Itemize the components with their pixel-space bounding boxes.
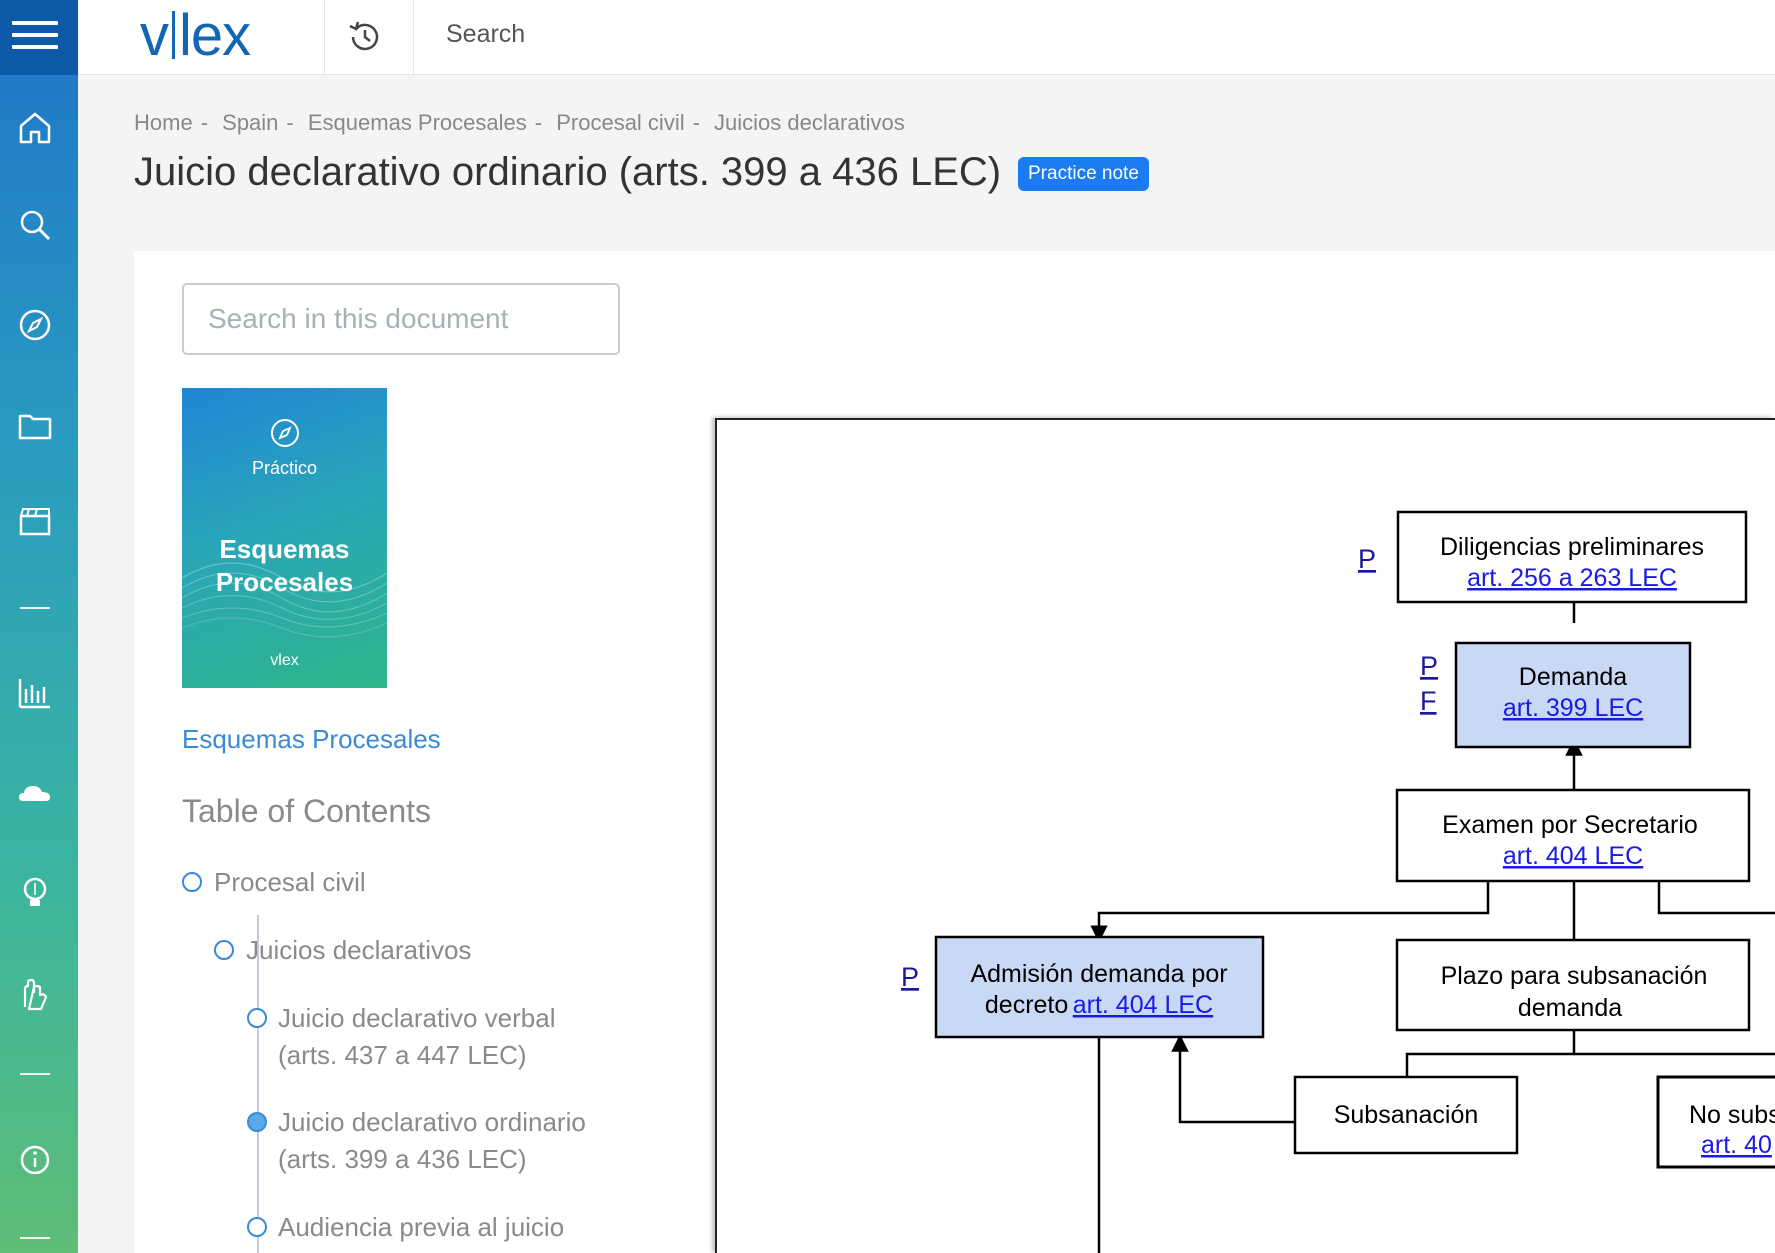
header-divider [324, 0, 325, 75]
box-examen-secretario: Examen por Secretario art. 404 LEC [1395, 788, 1751, 883]
box-frame [1656, 1075, 1775, 1169]
article-link[interactable]: art. 404 LEC [1503, 842, 1643, 870]
toc-item-juicio-verbal[interactable]: Juicio declarativo verbal (arts. 437 a 4… [278, 1000, 555, 1074]
breadcrumb-esquemas[interactable]: Esquemas Procesales [307, 110, 527, 135]
toc-bullet [247, 1008, 267, 1028]
toc-bullet [214, 940, 234, 960]
side-link-p[interactable]: P [1420, 651, 1438, 681]
compass-icon[interactable] [15, 305, 55, 345]
header-search-input[interactable]: Search [446, 20, 526, 48]
box-frame [1454, 641, 1692, 749]
article-link[interactable]: art. 404 LEC [1073, 991, 1213, 1019]
box-label: demanda [1518, 994, 1622, 1022]
left-nav-rail [0, 0, 78, 1253]
rail-divider [20, 1237, 50, 1239]
page-title: Juicio declarativo ordinario (arts. 399 … [134, 150, 1002, 194]
breadcrumb-separator: - [534, 110, 543, 135]
home-icon[interactable] [15, 108, 55, 148]
rail-divider [20, 1073, 50, 1075]
breadcrumb-home[interactable]: Home [134, 110, 193, 135]
cover-title: Esquemas Procesales [182, 533, 387, 599]
practice-note-badge: Practice note [1018, 157, 1149, 191]
toc-bullet-active [247, 1112, 267, 1132]
cover-title-line: Procesales [215, 567, 354, 597]
article-link[interactable]: art. 256 a 263 LEC [1467, 564, 1677, 592]
box-plazo-subsanacion: Plazo para subsanación demanda [1395, 938, 1751, 1032]
article-link[interactable]: art. 40 [1701, 1131, 1772, 1159]
cover-waves [182, 562, 387, 638]
box-demanda: Demanda art. 399 LEC P F [1420, 641, 1692, 749]
cover-kicker: Práctico [251, 458, 318, 478]
breadcrumb-spain[interactable]: Spain [222, 110, 279, 135]
menu-icon [12, 17, 58, 53]
box-no-subsanacion: No subs art. 40 [1656, 1075, 1775, 1169]
compass-icon [271, 419, 299, 447]
box-frame [1396, 510, 1748, 604]
box-frame [934, 935, 1265, 1039]
document-search-input[interactable] [182, 283, 620, 355]
breadcrumb-procesal-civil[interactable]: Procesal civil [556, 110, 685, 135]
lightbulb-icon[interactable] [15, 873, 55, 913]
book-cover[interactable]: Práctico Esquemas Procesales vlex [182, 388, 387, 688]
toc-bullet [247, 1217, 267, 1237]
toc-item-juicio-ordinario[interactable]: Juicio declarativo ordinario (arts. 399 … [278, 1104, 586, 1178]
rail-divider [20, 607, 50, 609]
breadcrumb-separator: - [692, 110, 700, 135]
header-divider [413, 0, 414, 75]
box-label: Plazo para subsanación [1441, 962, 1708, 990]
toc-item-label: (arts. 399 a 436 LEC) [278, 1144, 527, 1174]
toc-item-audiencia-previa[interactable]: Audiencia previa al juicio [278, 1212, 565, 1242]
box-admision-demanda: Admisión demanda por decreto art. 404 LE… [901, 935, 1265, 1039]
box-frame [1395, 788, 1751, 883]
box-diligencias-preliminares: Diligencias preliminares art. 256 a 263 … [1358, 510, 1748, 604]
diagram-connectors [1090, 551, 1775, 1253]
toc-title: Table of Contents [182, 793, 432, 829]
box-subsanacion: Subsanación [1293, 1075, 1519, 1155]
box-frame [1395, 938, 1751, 1032]
box-label: Diligencias preliminares [1440, 533, 1704, 561]
box-label-with-link: decreto art. 404 LEC [985, 991, 1213, 1019]
clapperboard-icon[interactable] [15, 502, 55, 542]
menu-button[interactable] [0, 0, 78, 75]
toc-item-label: Juicio declarativo ordinario [278, 1107, 586, 1137]
breadcrumb-separator: - [286, 110, 294, 135]
folder-icon[interactable] [15, 406, 55, 446]
history-icon[interactable] [346, 18, 384, 56]
box-frame [1293, 1075, 1519, 1155]
toc-connector-line [257, 915, 259, 1253]
side-link-f[interactable]: F [1420, 686, 1437, 716]
side-link-p[interactable]: P [1358, 544, 1376, 574]
toc-item-procesal-civil[interactable]: Procesal civil [214, 867, 366, 897]
toc-item-label: Juicio declarativo verbal [278, 1003, 556, 1033]
hand-icon[interactable] [15, 975, 55, 1015]
box-label: decreto [985, 991, 1068, 1019]
breadcrumb-separator: - [200, 110, 209, 135]
box-label: Examen por Secretario [1442, 811, 1698, 839]
cloud-icon[interactable] [15, 773, 55, 813]
breadcrumb-juicios-declarativos[interactable]: Juicios declarativos [714, 110, 905, 135]
collection-link[interactable]: Esquemas Procesales [182, 724, 441, 754]
cover-logo: vlex [270, 652, 299, 669]
procedure-flow-diagram: Diligencias preliminares art. 256 a 263 … [715, 418, 1775, 1253]
box-label: Demanda [1519, 663, 1627, 691]
search-icon[interactable] [15, 205, 55, 245]
side-link-p[interactable]: P [901, 962, 919, 992]
bar-chart-icon[interactable] [15, 673, 55, 713]
info-icon[interactable] [15, 1140, 55, 1180]
box-label: No subs [1689, 1101, 1775, 1129]
article-link[interactable]: art. 399 LEC [1503, 694, 1643, 722]
toc-item-label: (arts. 437 a 447 LEC) [278, 1040, 527, 1070]
toc-bullet [182, 872, 202, 892]
breadcrumb: Home- Spain- Esquemas Procesales- Proces… [134, 110, 905, 136]
toc-item-juicios-declarativos[interactable]: Juicios declarativos [246, 935, 472, 965]
box-label: Subsanación [1334, 1101, 1479, 1129]
cover-title-line: Esquemas [219, 534, 350, 564]
box-label: Admisión demanda por [970, 960, 1227, 988]
